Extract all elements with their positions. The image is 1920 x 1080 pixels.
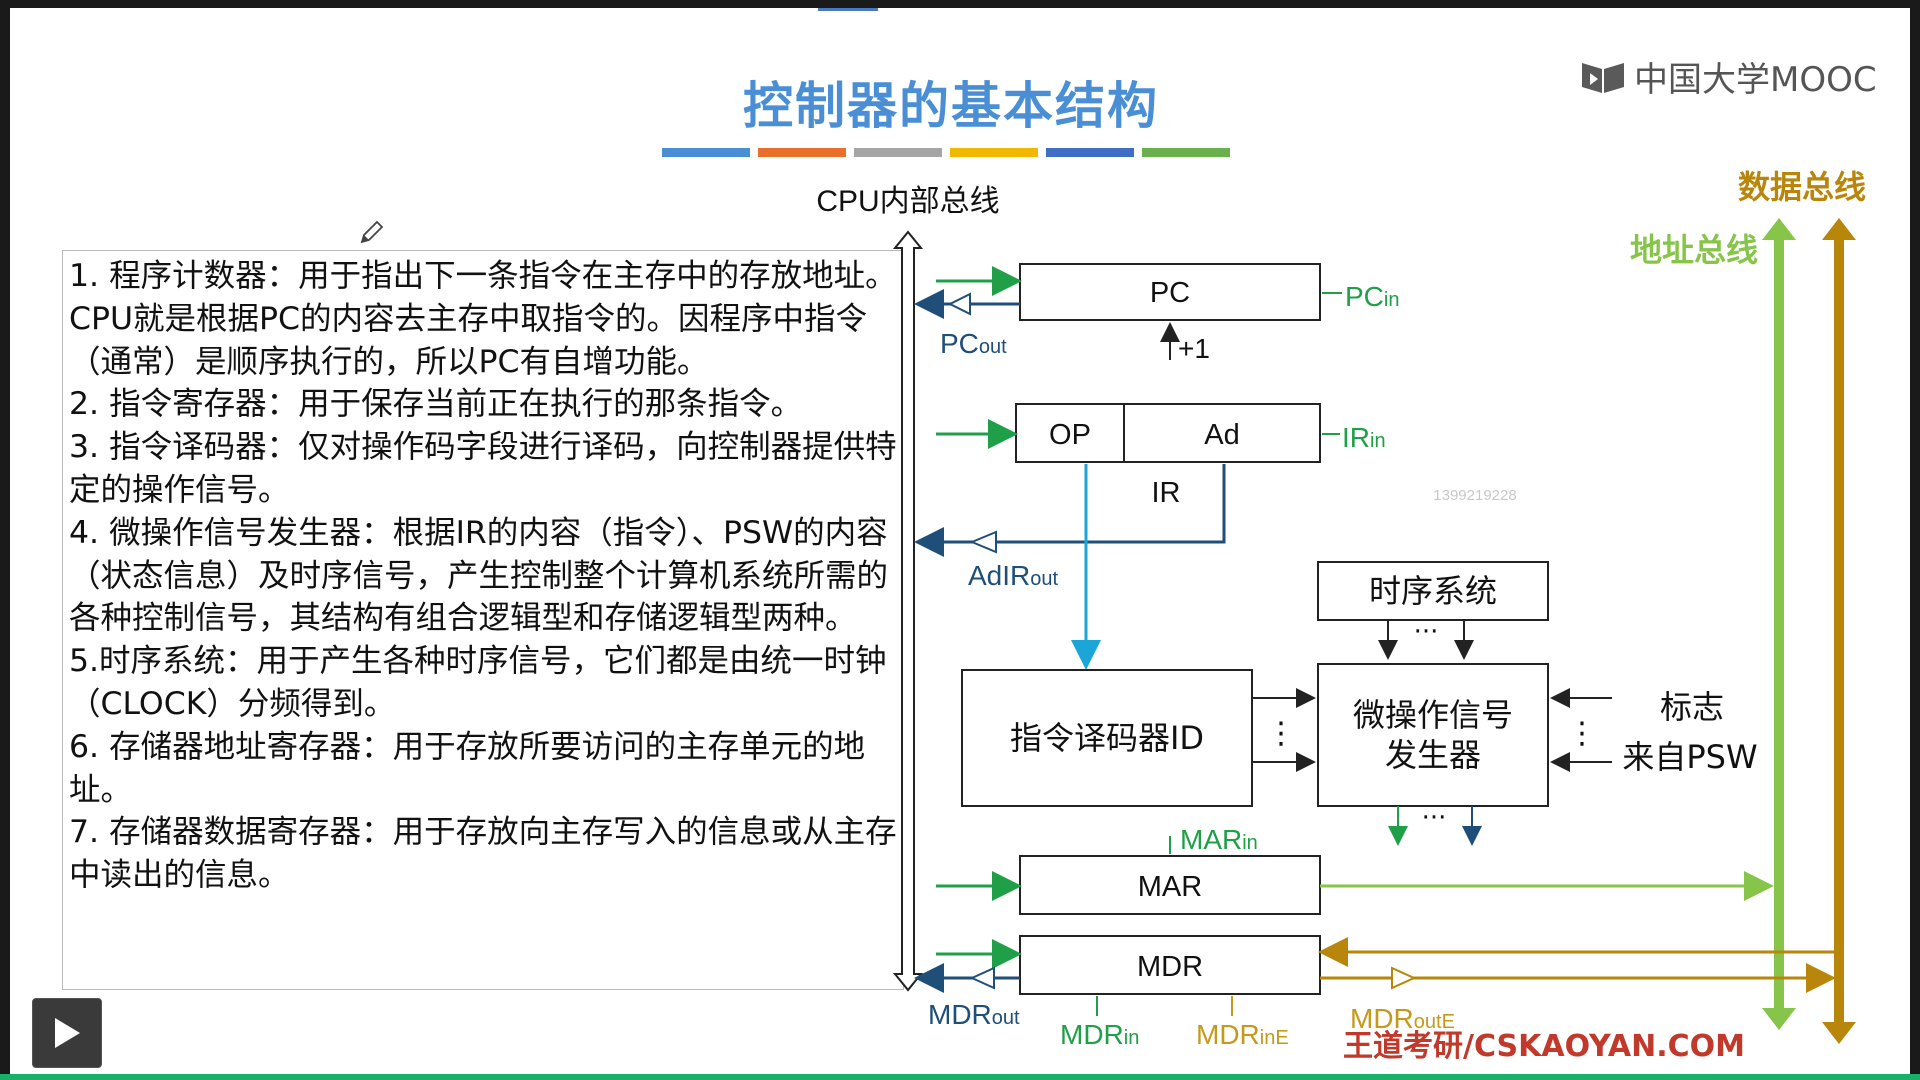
description-item: 1. 程序计数器：用于指出下一条指令在主存中的存放地址。CPU就是根据PC的内容… bbox=[69, 258, 897, 380]
title-color-bar bbox=[662, 148, 1230, 157]
mdr-out-e-tristate bbox=[1391, 966, 1417, 990]
cpu-internal-bus-label: CPU内部总线 bbox=[816, 185, 999, 218]
timing-system-box bbox=[1317, 561, 1549, 621]
pc-increment-label: +1 bbox=[1178, 333, 1210, 364]
mdr-label: MDR bbox=[1137, 951, 1203, 983]
color-segment bbox=[1142, 148, 1230, 157]
mdr-out-tristate bbox=[969, 966, 995, 990]
ir-op-field bbox=[1015, 403, 1125, 463]
timing-system-label: 时序系统 bbox=[1369, 572, 1497, 610]
adir-out-tristate bbox=[969, 530, 997, 554]
slide-title: 控制器的基本结构 bbox=[743, 77, 1159, 135]
instruction-decoder-label: 指令译码器ID bbox=[1010, 719, 1204, 757]
address-bus bbox=[1762, 218, 1796, 1030]
color-segment bbox=[758, 148, 846, 157]
data-bus bbox=[1822, 218, 1856, 1044]
ir-label: IR bbox=[1152, 477, 1181, 509]
play-icon bbox=[55, 1018, 80, 1048]
controller-structure-diagram: CPU内部总线 数据总线 地址总线 PC PCout PCin +1 OP Ad… bbox=[816, 169, 1866, 1064]
adir-out-label: AdIRout bbox=[968, 560, 1058, 591]
description-item: 4. 微操作信号发生器：根据IR的内容（指令）、PSW的内容（状态信息）及时序信… bbox=[69, 514, 889, 637]
top-accent-bar bbox=[818, 8, 878, 11]
ir-in-label: IRin bbox=[1342, 422, 1386, 453]
pc-register bbox=[1019, 263, 1321, 321]
progress-line bbox=[0, 1074, 1920, 1080]
footer-brand: 王道考研/CSKAOYAN.COM bbox=[1343, 1029, 1745, 1064]
ir-ad-label: Ad bbox=[1204, 419, 1239, 451]
timing-ellipsis: ··· bbox=[1414, 617, 1439, 647]
cpu-internal-bus bbox=[892, 230, 924, 992]
description-item: 2. 指令寄存器：用于保存当前正在执行的那条指令。 bbox=[69, 386, 803, 423]
mar-register bbox=[1019, 855, 1321, 915]
mar-label: MAR bbox=[1138, 871, 1202, 903]
description-item: 7. 存储器数据寄存器：用于存放向主存写入的信息或从主存中读出的信息。 bbox=[69, 814, 897, 894]
slide: 控制器的基本结构 中国大学MOOC 1. 程序计数器：用于指出下一条指令在主存中… bbox=[10, 8, 1910, 1078]
logo-text: 中国大学MOOC bbox=[1634, 60, 1877, 100]
pc-out-label: PCout bbox=[940, 328, 1007, 359]
description-item: 6. 存储器地址寄存器：用于存放所要访问的主存单元的地址。 bbox=[69, 728, 866, 808]
description-item: 5.时序系统：用于产生各种时序信号，它们都是由统一时钟（CLOCK）分频得到。 bbox=[69, 643, 887, 722]
control-signal-ellipsis: ··· bbox=[1422, 803, 1447, 833]
color-segment bbox=[1046, 148, 1134, 157]
mooc-logo: 中国大学MOOC bbox=[1580, 52, 1877, 101]
play-button[interactable] bbox=[32, 998, 102, 1068]
mar-in-label: MARin bbox=[1180, 824, 1258, 855]
address-bus-label: 地址总线 bbox=[1630, 232, 1758, 268]
micro-op-generator-box bbox=[1317, 663, 1549, 807]
watermark-id: 1399219228 bbox=[1433, 487, 1516, 504]
description-item: 3. 指令译码器：仅对操作码字段进行译码，向控制器提供特定的操作信号。 bbox=[69, 429, 897, 508]
book-logo-icon bbox=[1582, 62, 1624, 93]
mdr-out-e-label: MDRoutE bbox=[1350, 1003, 1455, 1034]
instruction-decoder-box bbox=[961, 669, 1253, 807]
decoder-ellipsis: ⋮ bbox=[1266, 716, 1296, 751]
mdr-in-e-label: MDRinE bbox=[1196, 1019, 1289, 1050]
ir-ad-field bbox=[1123, 403, 1321, 463]
pc-in-label: PCin bbox=[1345, 281, 1399, 312]
pc-out-tristate bbox=[947, 292, 971, 316]
micro-op-generator-line1: 微操作信号 bbox=[1353, 696, 1513, 734]
ir-op-label: OP bbox=[1049, 419, 1091, 451]
color-segment bbox=[854, 148, 942, 157]
pencil-cursor-icon bbox=[360, 220, 384, 244]
description-textbox: 1. 程序计数器：用于指出下一条指令在主存中的存放地址。CPU就是根据PC的内容… bbox=[62, 250, 904, 990]
flags-label: 标志 bbox=[1660, 688, 1724, 726]
color-segment bbox=[950, 148, 1038, 157]
adir-output-path bbox=[914, 464, 1226, 557]
color-segment bbox=[662, 148, 750, 157]
data-bus-label: 数据总线 bbox=[1738, 169, 1866, 205]
mdr-in-label: MDRin bbox=[1060, 1019, 1139, 1050]
pc-label: PC bbox=[1150, 277, 1190, 309]
from-psw-label: 来自PSW bbox=[1622, 738, 1757, 776]
psw-flag-ellipsis: ⋮ bbox=[1567, 716, 1597, 751]
mdr-out-label: MDRout bbox=[928, 999, 1020, 1030]
micro-op-generator-line2: 发生器 bbox=[1385, 736, 1481, 774]
